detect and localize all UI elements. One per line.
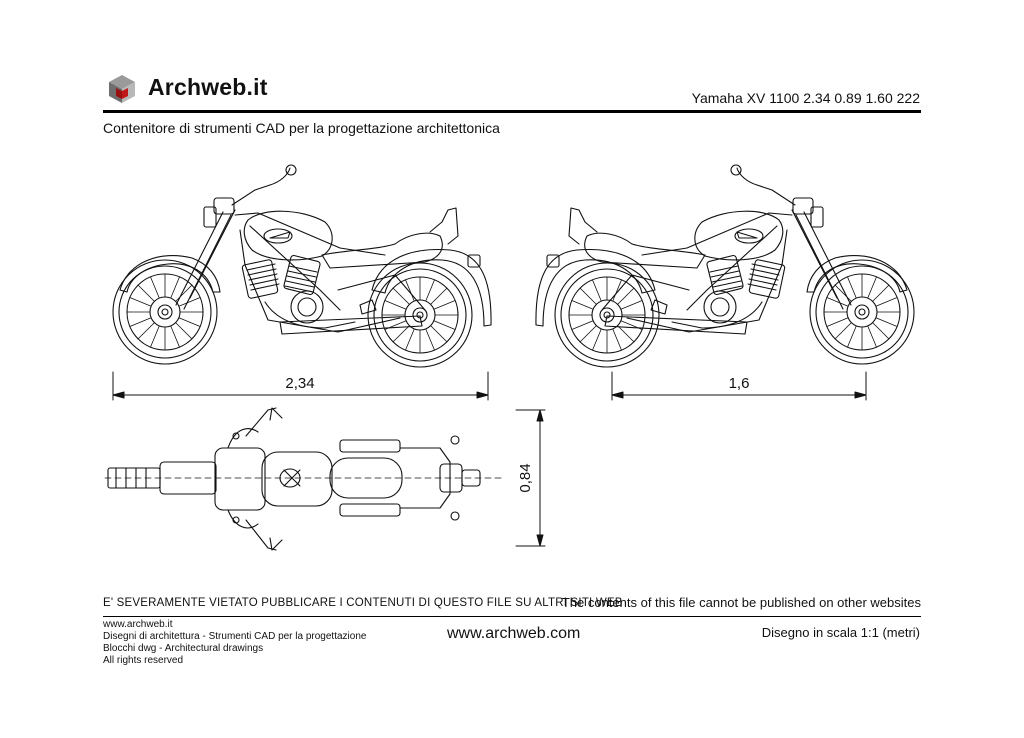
footer-line-drawings: Disegni di architettura - Strumenti CAD …	[103, 631, 367, 642]
footer-line-website: www.archweb.it	[103, 619, 173, 630]
logo-cube-core	[116, 88, 122, 99]
brand-name: Archweb.it	[148, 74, 268, 100]
footer-site-link[interactable]: www.archweb.com	[447, 625, 581, 642]
header-divider	[103, 110, 921, 113]
model-title: Yamaha XV 1100 2.34 0.89 1.60 222	[691, 90, 920, 106]
archweb-logo-icon	[109, 75, 135, 103]
top-view-motorcycle	[104, 407, 506, 551]
drawing-scale: Disegno in scala 1:1 (metri)	[761, 625, 920, 640]
logo-cube-left	[109, 82, 122, 103]
top-width-label: 0,84	[517, 463, 534, 492]
logo-cube-core-side	[122, 88, 128, 99]
front-length-label: 1,6	[729, 375, 750, 392]
english-copyright-notice: The contents of this file cannot be publ…	[561, 595, 921, 610]
italian-copyright-notice: E' SEVERAMENTE VIETATO PUBBLICARE I CONT…	[103, 597, 623, 609]
mirrored-side-view-motorcycle	[536, 165, 914, 367]
side-length-label: 2,34	[285, 375, 314, 392]
side-view-motorcycle	[113, 165, 491, 367]
dimension-lines	[112, 371, 867, 547]
footer-line-rights: All rights reserved	[103, 655, 184, 666]
footer-divider	[103, 616, 921, 617]
footer-line-blocks: Blocchi dwg - Architectural drawings	[103, 643, 264, 654]
logo-cube-right	[122, 82, 135, 103]
page-subtitle: Contenitore di strumenti CAD per la prog…	[103, 120, 500, 136]
